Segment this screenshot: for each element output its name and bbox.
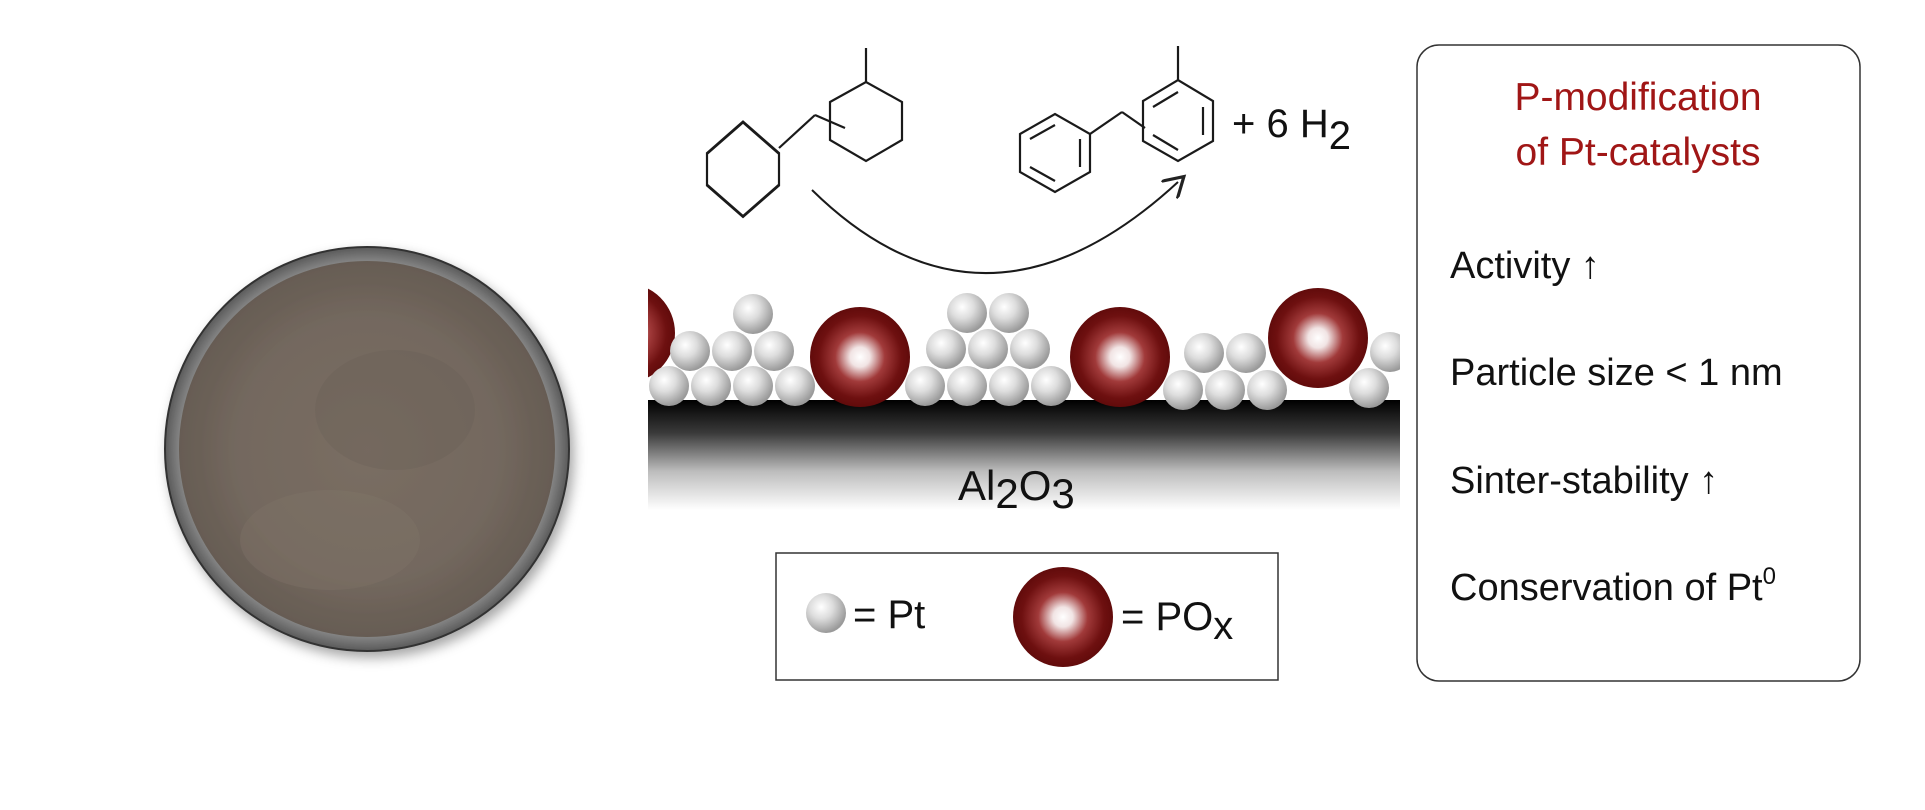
pt-particle xyxy=(989,293,1029,333)
product-molecule xyxy=(1018,46,1215,194)
reactant-molecule xyxy=(705,48,904,219)
panel-title-line1: P-modification xyxy=(1514,76,1761,119)
pt-particle xyxy=(947,366,987,406)
properties-panel: P-modification of Pt-catalysts Activity … xyxy=(1416,44,1861,682)
pt-particle xyxy=(1370,332,1400,372)
panel-title-line2: of Pt-catalysts xyxy=(1516,131,1761,174)
pt-particle xyxy=(1184,333,1224,373)
pt-particle xyxy=(712,331,752,371)
pox-particle xyxy=(648,288,675,378)
pt-particle xyxy=(947,293,987,333)
property-particle-size: Particle size < 1 nm xyxy=(1450,352,1783,394)
pt-particle xyxy=(691,366,731,406)
pox-particle xyxy=(810,307,910,407)
pox-particle xyxy=(1070,307,1170,407)
legend-pox-swatch xyxy=(1013,567,1113,667)
pt-particle xyxy=(670,331,710,371)
alumina-support xyxy=(648,400,1400,510)
pt-particle xyxy=(1163,370,1203,410)
pox-particle xyxy=(1268,288,1368,388)
property-sinter-stability: Sinter-stability ↑ xyxy=(1450,460,1718,502)
pt-particle xyxy=(1031,366,1071,406)
pt-particle xyxy=(754,331,794,371)
pt-particle xyxy=(968,329,1008,369)
pt-particle xyxy=(775,366,815,406)
pt-particle xyxy=(1205,370,1245,410)
property-activity: Activity ↑ xyxy=(1450,245,1600,287)
reaction-arrow xyxy=(811,182,1178,274)
pt-particle xyxy=(1010,329,1050,369)
hydrogen-release-label: + 6 H2 xyxy=(1232,102,1351,158)
property-conservation: Conservation of Pt0 xyxy=(1450,563,1776,609)
pt-particle xyxy=(905,366,945,406)
legend-pt-label: = Pt xyxy=(853,593,925,637)
legend-pt-swatch xyxy=(806,593,846,633)
alumina-support-label: Al2O3 xyxy=(958,462,1075,517)
pt-particle xyxy=(733,366,773,406)
legend-pox-label: = POx xyxy=(1121,595,1233,648)
pt-particle xyxy=(989,366,1029,406)
catalyst-surface xyxy=(648,288,1400,410)
pt-particle xyxy=(926,329,966,369)
legend-box: = Pt = POx xyxy=(775,552,1279,681)
pt-particle xyxy=(1226,333,1266,373)
pt-particle xyxy=(1247,370,1287,410)
powder-sample-image xyxy=(164,246,570,652)
pt-particle xyxy=(1349,368,1389,408)
pt-particle xyxy=(733,294,773,334)
pt-particle xyxy=(649,366,689,406)
